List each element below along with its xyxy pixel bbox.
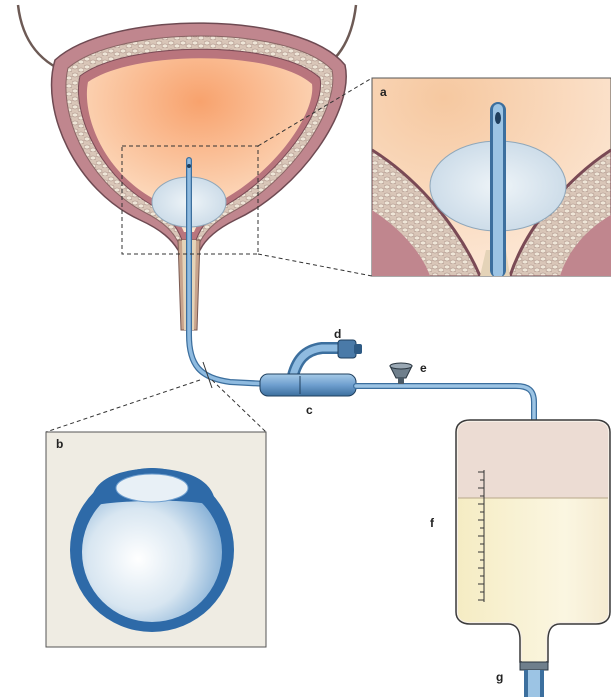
label-b: b: [56, 437, 63, 451]
drainage-bag: [456, 420, 611, 697]
label-g: g: [496, 670, 503, 684]
label-e: e: [420, 361, 427, 375]
label-c: c: [306, 403, 313, 417]
sampling-port: [390, 363, 412, 384]
catheter-connector: [260, 340, 362, 396]
label-f: f: [430, 516, 435, 530]
inset-a: a: [372, 78, 611, 278]
inset-b: b: [46, 432, 266, 647]
inflation-lumen: [116, 474, 188, 502]
drain-outlet: [520, 662, 548, 697]
collected-urine: [456, 498, 611, 668]
label-d: d: [334, 327, 341, 341]
catheter-tip-eye: [187, 164, 191, 168]
label-a: a: [380, 85, 387, 99]
inflation-valve: [338, 340, 356, 358]
